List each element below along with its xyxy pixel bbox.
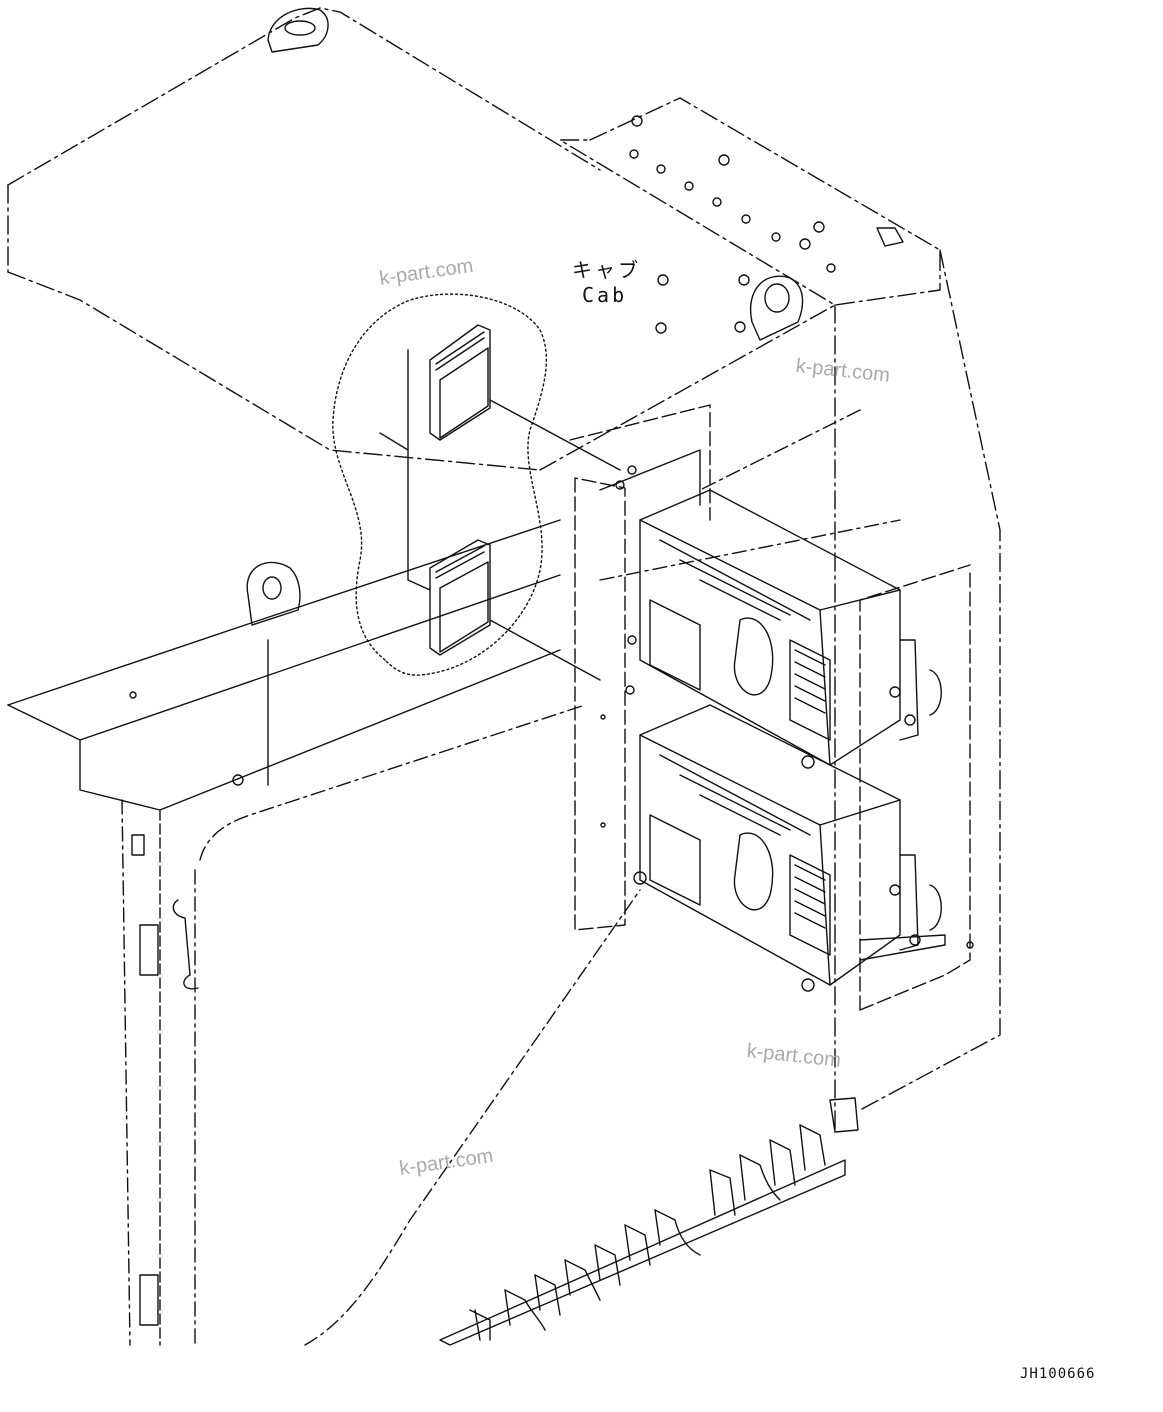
- clip-upper: [429, 324, 491, 441]
- cab-label-japanese: キャブ: [572, 258, 641, 282]
- clip-lower: [429, 539, 491, 656]
- detail-bubble: [332, 293, 621, 681]
- cab-body: [7, 7, 641, 1346]
- controller-upper: [639, 489, 942, 769]
- cab-label-english: Cab: [582, 283, 628, 307]
- controller-lower: [633, 704, 946, 992]
- drawing-number: JH100666: [1020, 1366, 1096, 1382]
- leader-lines: [599, 409, 901, 581]
- controller-assembly: [569, 404, 974, 1011]
- roof-panel: [539, 97, 1001, 1131]
- harness-clamp-row: [439, 1097, 859, 1346]
